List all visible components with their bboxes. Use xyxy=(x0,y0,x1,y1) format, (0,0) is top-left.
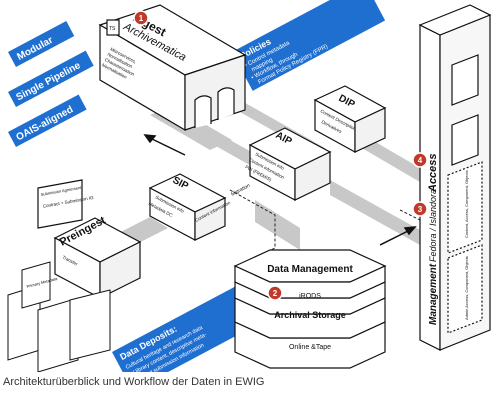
access-box-middle xyxy=(451,114,479,166)
badge-3 xyxy=(412,201,428,217)
fedora-islandora-label: Fedora / Islandora xyxy=(428,189,438,262)
figure-caption: Architekturüberblick und Workflow der Da… xyxy=(3,376,265,388)
ingest-arch-right xyxy=(217,87,235,120)
badge-2-label: 2 xyxy=(273,289,278,298)
feature-banners: Modular Single Pipeline OAIS-aligned xyxy=(8,21,94,148)
deposit-documents xyxy=(7,261,111,372)
sip-block xyxy=(148,173,227,241)
ingest-arch-left xyxy=(194,95,212,128)
deposit-doc-3 xyxy=(69,289,111,361)
access-tower xyxy=(418,4,492,351)
access-panel-admin xyxy=(447,244,483,334)
flow-arrows xyxy=(143,134,417,246)
badge-3-label: 3 xyxy=(418,205,423,214)
arrow-dm-to-access xyxy=(379,229,411,246)
arrowhead-dm-to-access xyxy=(403,226,417,236)
banner-single-pipeline-label: Single Pipeline xyxy=(15,60,83,103)
preingest-block xyxy=(37,179,142,299)
sip-side xyxy=(194,197,226,241)
aip-side xyxy=(294,151,331,201)
dip-block xyxy=(313,85,387,154)
archival-storage-title: Archival Storage xyxy=(274,310,346,320)
banner-single-pipeline xyxy=(8,50,94,108)
badge-4 xyxy=(412,152,428,168)
dip-side xyxy=(354,107,386,153)
badge-1-label: 1 xyxy=(139,14,144,23)
access-panel-content xyxy=(447,161,483,254)
deposit-doc-2 xyxy=(37,297,79,372)
arrowhead-sip-to-ingest xyxy=(143,134,157,144)
ingest-ts-label: TS xyxy=(109,26,116,32)
flow-path-aip-dm xyxy=(255,200,300,250)
management-title: Management xyxy=(428,263,439,325)
admin-access-label: Admin Access, Component, Objects xyxy=(464,256,469,320)
aip-block xyxy=(248,127,332,201)
architecture-diagram: Modular Single Pipeline OAIS-aligned Pol… xyxy=(7,0,492,372)
data-deposits-banner: Data Deposits: Cultural heritage and res… xyxy=(111,281,266,372)
policies-banner: Policies • Control metadata mapping • Wo… xyxy=(232,0,386,91)
deposit-doc-4 xyxy=(21,261,51,309)
content-access-label: Content, Access, Component, Objects xyxy=(464,170,469,238)
access-box-top xyxy=(451,54,479,106)
data-management-title: Data Management xyxy=(267,264,353,275)
migration-line xyxy=(229,189,276,266)
access-title: Access xyxy=(427,153,439,193)
badge-1 xyxy=(133,10,149,26)
badge-4-label: 4 xyxy=(418,156,423,165)
data-deposits-banner-bg xyxy=(111,281,266,372)
badge-2 xyxy=(267,285,283,301)
submission-agreement-doc xyxy=(37,179,83,229)
online-tape-label: Online &Tape xyxy=(289,344,331,351)
flow-path-aip-access xyxy=(330,180,420,245)
access-tower-top xyxy=(418,4,492,36)
step-badges: 1 2 3 4 xyxy=(133,10,428,301)
ingest-ts-box xyxy=(106,19,120,36)
arrow-sip-to-ingest xyxy=(149,137,186,156)
preingest-side xyxy=(99,241,141,299)
policies-banner-bg xyxy=(232,0,386,91)
irods-label: iRODS xyxy=(299,293,321,300)
banner-modular xyxy=(8,21,75,68)
banner-oais-aligned xyxy=(8,94,87,148)
